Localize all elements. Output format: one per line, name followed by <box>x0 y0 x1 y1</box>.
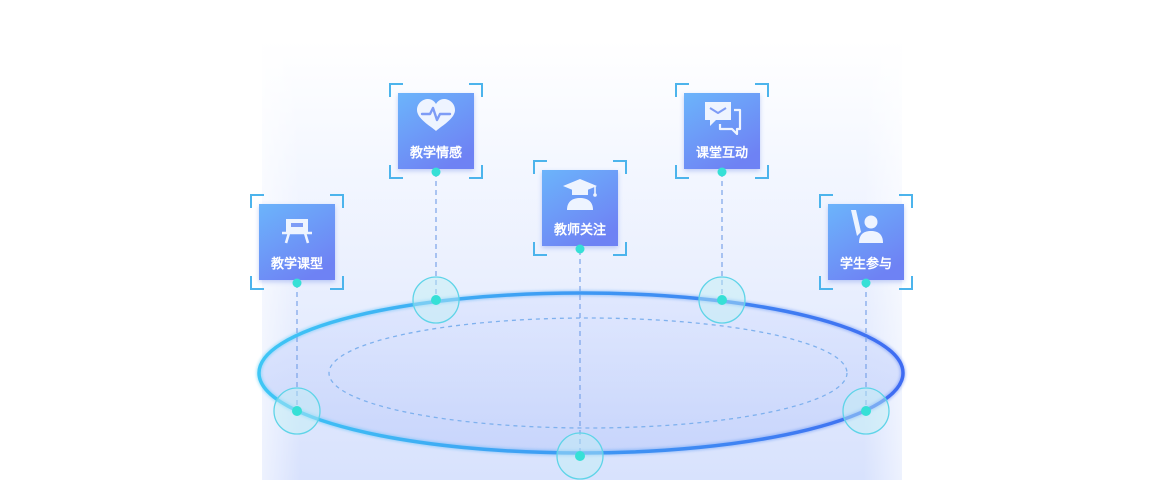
node-label: 教师关注 <box>553 222 606 238</box>
node-anchor-dot <box>292 278 302 288</box>
corner-brackets <box>250 194 344 290</box>
corner-brackets <box>819 194 913 290</box>
anchor-points <box>273 276 890 480</box>
platform-inner-dashed-ring <box>328 317 848 429</box>
anchor-teaching-model <box>273 387 321 435</box>
anchor-teaching-emotion <box>412 276 460 324</box>
heart-pulse-icon <box>417 99 455 131</box>
anchor-class-interaction <box>698 276 746 324</box>
anchor-student-participation <box>842 387 890 435</box>
corner-brackets <box>389 83 483 179</box>
node-anchor-dot <box>431 167 441 177</box>
easel-icon <box>282 219 312 244</box>
corner-brackets <box>675 83 769 179</box>
node-label: 教学课型 <box>270 256 323 272</box>
teacher-graduation-cap-icon <box>563 179 597 210</box>
node-teaching-model[interactable]: 教学课型 <box>250 194 344 290</box>
chat-bubbles-icon <box>705 102 742 136</box>
node-teaching-emotion[interactable]: 教学情感 <box>389 83 483 179</box>
node-class-interaction[interactable]: 课堂互动 <box>675 83 769 179</box>
node-anchor-dot <box>575 244 585 254</box>
platform-disc <box>259 293 903 453</box>
student-raising-hand-icon <box>851 210 883 243</box>
node-label: 教学情感 <box>409 145 462 161</box>
node-label: 学生参与 <box>840 256 892 272</box>
node-teacher-attention[interactable]: 教师关注 <box>533 160 627 256</box>
node-student-participation[interactable]: 学生参与 <box>819 194 913 290</box>
node-anchor-dot <box>861 278 871 288</box>
node-card <box>259 204 335 280</box>
node-anchor-dot <box>717 167 727 177</box>
corner-brackets <box>533 160 627 256</box>
connectors <box>296 172 867 456</box>
node-label: 课堂互动 <box>696 145 748 161</box>
anchor-teacher-attention <box>556 432 604 480</box>
